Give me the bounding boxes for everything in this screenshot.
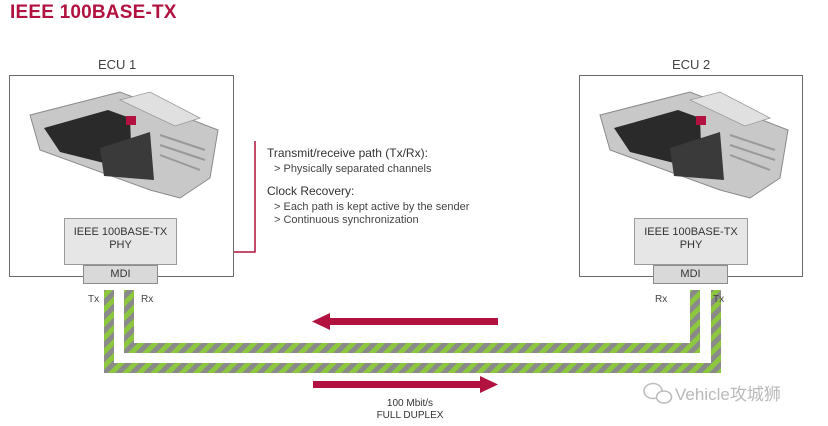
ecu1-port-tx: Tx [88, 294, 100, 305]
page-title: IEEE 100BASE-TX [10, 2, 177, 23]
link-speed-label: 100 Mbit/s FULL DUPLEX [355, 398, 465, 422]
ecu1-mdi-box: MDI [83, 265, 158, 284]
cable-inner [124, 290, 700, 353]
ecu1-port-rx: Rx [141, 294, 154, 305]
ecu1-phy-line2: PHY [109, 239, 132, 251]
ecu1-label: ECU 1 [98, 57, 137, 72]
ecu1-phy-line1: IEEE 100BASE-TX [73, 226, 168, 238]
note-heading-clock: Clock Recovery: [267, 184, 355, 198]
ecu2-port-rx: Rx [655, 294, 668, 305]
note-item-sender: > Each path is kept active by the sender [274, 201, 470, 213]
note-item-separated: > Physically separated channels [274, 163, 432, 175]
arrow-right [313, 376, 498, 393]
link-mode: FULL DUPLEX [376, 410, 444, 421]
arrow-left [312, 313, 498, 330]
ecu2-label: ECU 2 [672, 57, 711, 72]
ecu1-phy-box: IEEE 100BASE-TX PHY [64, 218, 177, 265]
cable-outer [104, 290, 721, 373]
ecu2-phy-box: IEEE 100BASE-TX PHY [634, 218, 748, 265]
ecu2-phy-line2: PHY [679, 239, 703, 251]
link-speed: 100 Mbit/s [386, 398, 434, 409]
note-heading-txrx: Transmit/receive path (Tx/Rx): [267, 146, 428, 160]
watermark-text: Vehicle攻城狮 [675, 385, 781, 404]
ecu2-phy-line1: IEEE 100BASE-TX [644, 226, 738, 238]
note-item-sync: > Continuous synchronization [274, 214, 419, 226]
ecu2-port-tx: Tx [713, 294, 725, 305]
ecu2-mdi-box: MDI [653, 265, 728, 284]
